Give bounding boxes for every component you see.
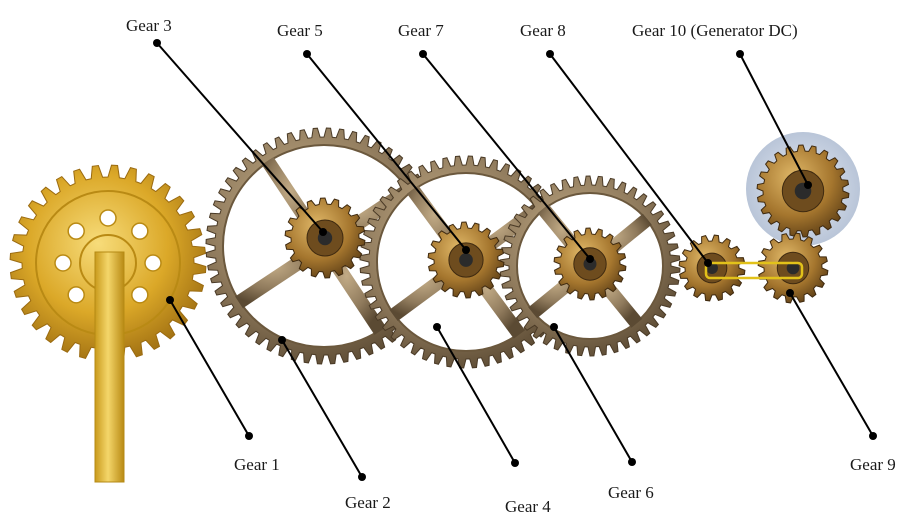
label-gear1: Gear 1 — [234, 455, 280, 474]
label-gear7: Gear 7 — [398, 21, 444, 40]
label-gear2: Gear 2 — [345, 493, 391, 512]
gear-8 — [679, 235, 745, 301]
drive-shaft — [95, 252, 124, 482]
leader-gear1 — [170, 300, 249, 436]
label-gear5: Gear 5 — [277, 21, 323, 40]
label-gear9: Gear 9 — [850, 455, 896, 474]
label-gear8: Gear 8 — [520, 21, 566, 40]
label-gear3: Gear 3 — [126, 16, 172, 35]
label-gear4: Gear 4 — [505, 497, 551, 514]
label-gear10: Gear 10 (Generator DC) — [632, 21, 798, 40]
label-gear6: Gear 6 — [608, 483, 654, 502]
leader-gear9 — [790, 293, 873, 436]
